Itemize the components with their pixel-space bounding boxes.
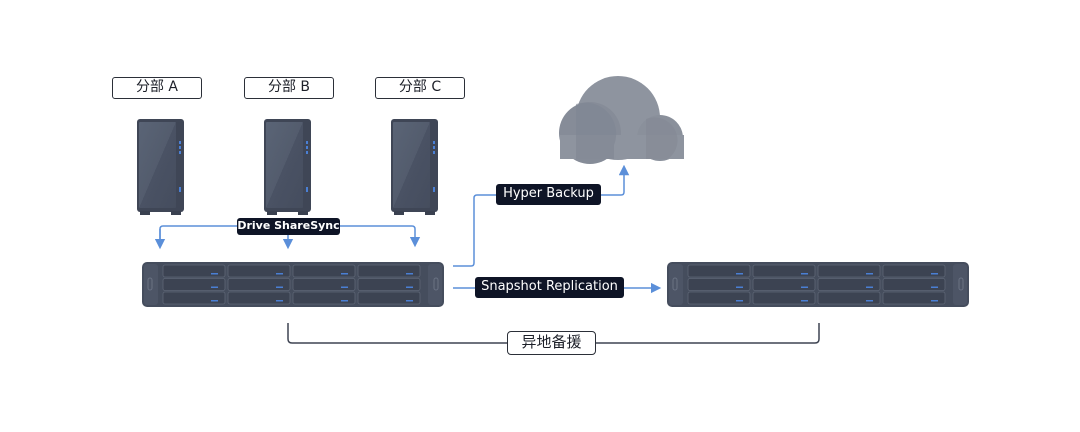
tower-nas-a <box>137 119 184 215</box>
drive-led <box>341 273 348 275</box>
drive-led <box>276 286 283 288</box>
drive-led <box>866 273 873 275</box>
drive-bay <box>292 264 356 278</box>
drive-led <box>866 300 873 302</box>
drive-bay <box>357 278 421 291</box>
drive-led <box>406 300 413 302</box>
offsite-backup-label: 异地备援 <box>507 331 596 355</box>
drive-bay <box>162 278 226 291</box>
drive-led <box>406 286 413 288</box>
hyper-backup-tag: Hyper Backup <box>496 184 601 205</box>
drive-bay <box>817 291 881 305</box>
branch-label-c: 分部 C <box>375 77 465 99</box>
drive-bay <box>817 278 881 291</box>
drive-led <box>801 273 808 275</box>
drive-bay <box>162 264 226 278</box>
drive-led <box>801 300 808 302</box>
drive-bay <box>162 291 226 305</box>
drive-bay <box>357 291 421 305</box>
secondary-rack-nas <box>667 262 969 307</box>
drive-bay <box>687 278 751 291</box>
drive-led <box>276 300 283 302</box>
primary-rack-nas <box>142 262 444 307</box>
hyper-backup-connector <box>453 164 630 267</box>
drive-bay <box>687 291 751 305</box>
drive-led <box>866 286 873 288</box>
drive-led <box>736 300 743 302</box>
drive-bay <box>292 278 356 291</box>
drive-bay <box>882 264 946 278</box>
drive-bay <box>227 278 291 291</box>
drive-led <box>931 273 938 275</box>
drive-led <box>211 300 218 302</box>
drive-led <box>211 273 218 275</box>
snapshot-replication-tag: Snapshot Replication <box>475 277 624 298</box>
drive-led <box>406 273 413 275</box>
drive-bays <box>687 264 946 305</box>
drive-led <box>736 273 743 275</box>
drive-led <box>736 286 743 288</box>
offsite-bracket <box>287 323 820 344</box>
branch-label-b: 分部 B <box>244 77 334 99</box>
drive-bays <box>162 264 421 305</box>
cloud-icon <box>559 76 684 164</box>
sharesync-tag: Drive ShareSync <box>237 218 340 235</box>
drive-bay <box>752 278 816 291</box>
drive-led <box>211 286 218 288</box>
tower-nas-c <box>391 119 438 215</box>
drive-bay <box>227 291 291 305</box>
drive-bay <box>752 264 816 278</box>
drive-bay <box>292 291 356 305</box>
drive-led <box>341 286 348 288</box>
drive-bay <box>357 264 421 278</box>
drive-bay <box>227 264 291 278</box>
drive-led <box>276 273 283 275</box>
tower-nas-b <box>264 119 311 215</box>
drive-bay <box>882 291 946 305</box>
drive-bay <box>817 264 881 278</box>
drive-bay <box>687 264 751 278</box>
branch-label-a: 分部 A <box>112 77 202 99</box>
drive-led <box>801 286 808 288</box>
drive-led <box>341 300 348 302</box>
drive-bay <box>882 278 946 291</box>
drive-led <box>931 300 938 302</box>
drive-bay <box>752 291 816 305</box>
drive-led <box>931 286 938 288</box>
